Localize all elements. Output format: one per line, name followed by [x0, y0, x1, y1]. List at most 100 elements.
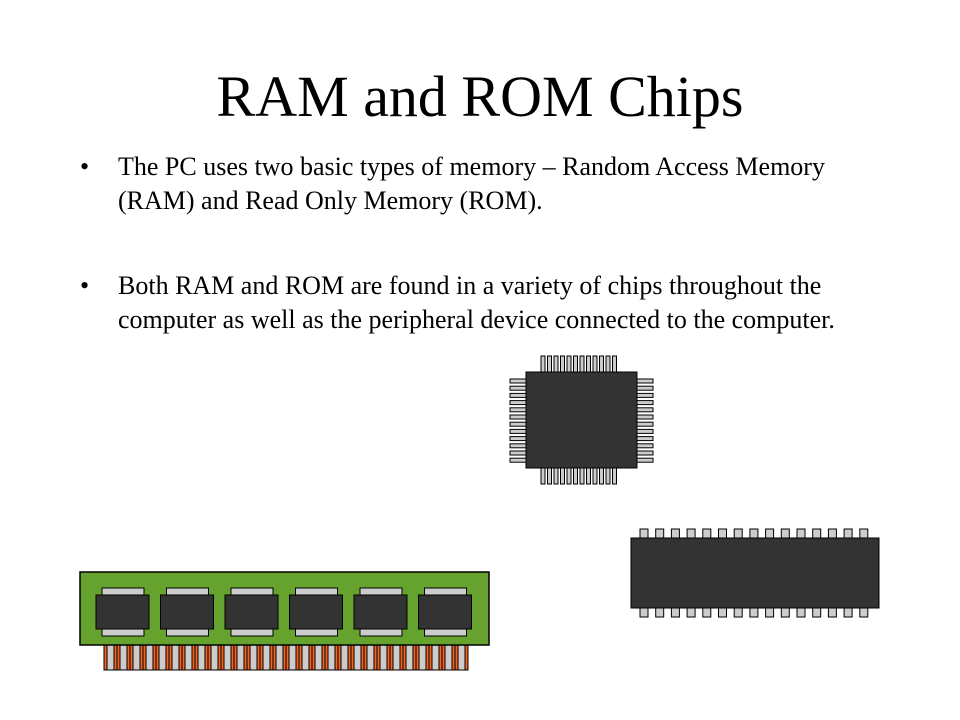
module-chip-lead [359, 627, 403, 637]
qfp-pin [586, 355, 591, 373]
qfp-pin [579, 355, 585, 373]
module-contact [441, 644, 456, 671]
module-contact-pad [418, 644, 427, 671]
module-contact-pad [353, 644, 362, 671]
module-contact-pad [145, 644, 154, 671]
qfp-pin [509, 421, 527, 427]
module-contact [103, 644, 118, 671]
module-contact-pad [431, 644, 440, 671]
qfp-pin [573, 467, 578, 485]
dip-pin [749, 607, 759, 618]
module-chip-lead [359, 587, 403, 597]
dip-pin [812, 607, 822, 618]
dip-pin [812, 528, 822, 539]
dip-pin [686, 607, 696, 618]
module-contact [207, 644, 222, 671]
dip-pin [827, 528, 837, 539]
qfp-pin [540, 355, 546, 373]
module-contact-pad [392, 644, 401, 671]
qfp-pin [636, 421, 654, 427]
module-chip-lead [230, 627, 274, 637]
module-contact-pad [119, 644, 128, 671]
dip-pin [796, 607, 806, 618]
module-contact [298, 644, 313, 671]
qfp-pin [547, 355, 552, 373]
qfp-pin [579, 467, 585, 485]
qfp-pin [509, 450, 527, 456]
qfp-pin [612, 355, 617, 373]
module-contact-pad [184, 644, 193, 671]
qfp-pin [509, 385, 527, 391]
module-chip-lead [166, 587, 209, 597]
module-contact [272, 644, 287, 671]
module-contact [415, 644, 430, 671]
dip-pin [780, 528, 790, 539]
module-contact-pad [262, 644, 271, 671]
qfp-pin [636, 443, 654, 449]
module-contact [233, 644, 248, 671]
qfp-pin [509, 378, 527, 384]
module-contact-pad [106, 644, 115, 671]
dip-pin [733, 528, 743, 539]
module-chip-lead [230, 587, 274, 597]
module-contact-pad [132, 644, 141, 671]
module-contact [402, 644, 417, 671]
module-chip-lead [295, 627, 338, 637]
qfp-chip-body [525, 371, 638, 469]
dip-pin [796, 528, 806, 539]
dip-pin [639, 528, 649, 539]
qfp-pin [560, 467, 565, 485]
module-contact [129, 644, 144, 671]
bullet-item-1: • The PC uses two basic types of memory … [80, 150, 880, 218]
dip-pin [859, 607, 869, 618]
module-contact-pad [366, 644, 375, 671]
qfp-pin [605, 355, 611, 373]
module-contact-pad [379, 644, 388, 671]
dip-pin [655, 607, 665, 618]
module-contact [181, 644, 196, 671]
qfp-pin [509, 428, 527, 434]
dip-pin [686, 528, 696, 539]
module-contact-pad [444, 644, 453, 671]
qfp-pin [636, 407, 654, 413]
qfp-pin [636, 392, 654, 398]
dip-pin [765, 528, 775, 539]
module-contact-pad [301, 644, 310, 671]
qfp-pin [636, 428, 654, 434]
dip-pin [670, 528, 680, 539]
dip-pin [702, 607, 712, 618]
module-chip-lead [101, 587, 145, 597]
module-contact [259, 644, 274, 671]
qfp-pin [509, 392, 527, 398]
qfp-pin [599, 467, 604, 485]
qfp-pin [612, 467, 617, 485]
qfp-pin [599, 355, 604, 373]
module-contact-pad [158, 644, 167, 671]
qfp-pin [553, 467, 559, 485]
module-chip [289, 594, 343, 630]
module-chip-lead [166, 627, 209, 637]
module-contact [246, 644, 261, 671]
module-chip [224, 594, 279, 630]
qfp-pin [592, 467, 598, 485]
qfp-pin [636, 378, 654, 384]
dip-pin [733, 607, 743, 618]
module-contact-pad [197, 644, 206, 671]
module-contact-pad [223, 644, 232, 671]
module-contact [285, 644, 300, 671]
dip-pin [859, 528, 869, 539]
module-contact [116, 644, 131, 671]
bullet-item-2: • Both RAM and ROM are found in a variet… [80, 269, 880, 337]
dip-pin [749, 528, 759, 539]
dip-pin [827, 607, 837, 618]
module-chip-lead [101, 627, 145, 637]
qfp-pin [509, 436, 527, 442]
bullet-marker: • [80, 271, 90, 300]
qfp-pin [566, 355, 572, 373]
module-chip [160, 594, 214, 630]
module-chip-lead [424, 587, 467, 597]
module-contact-pad [249, 644, 258, 671]
qfp-pin [509, 407, 527, 413]
module-contact [350, 644, 365, 671]
module-contact [142, 644, 157, 671]
